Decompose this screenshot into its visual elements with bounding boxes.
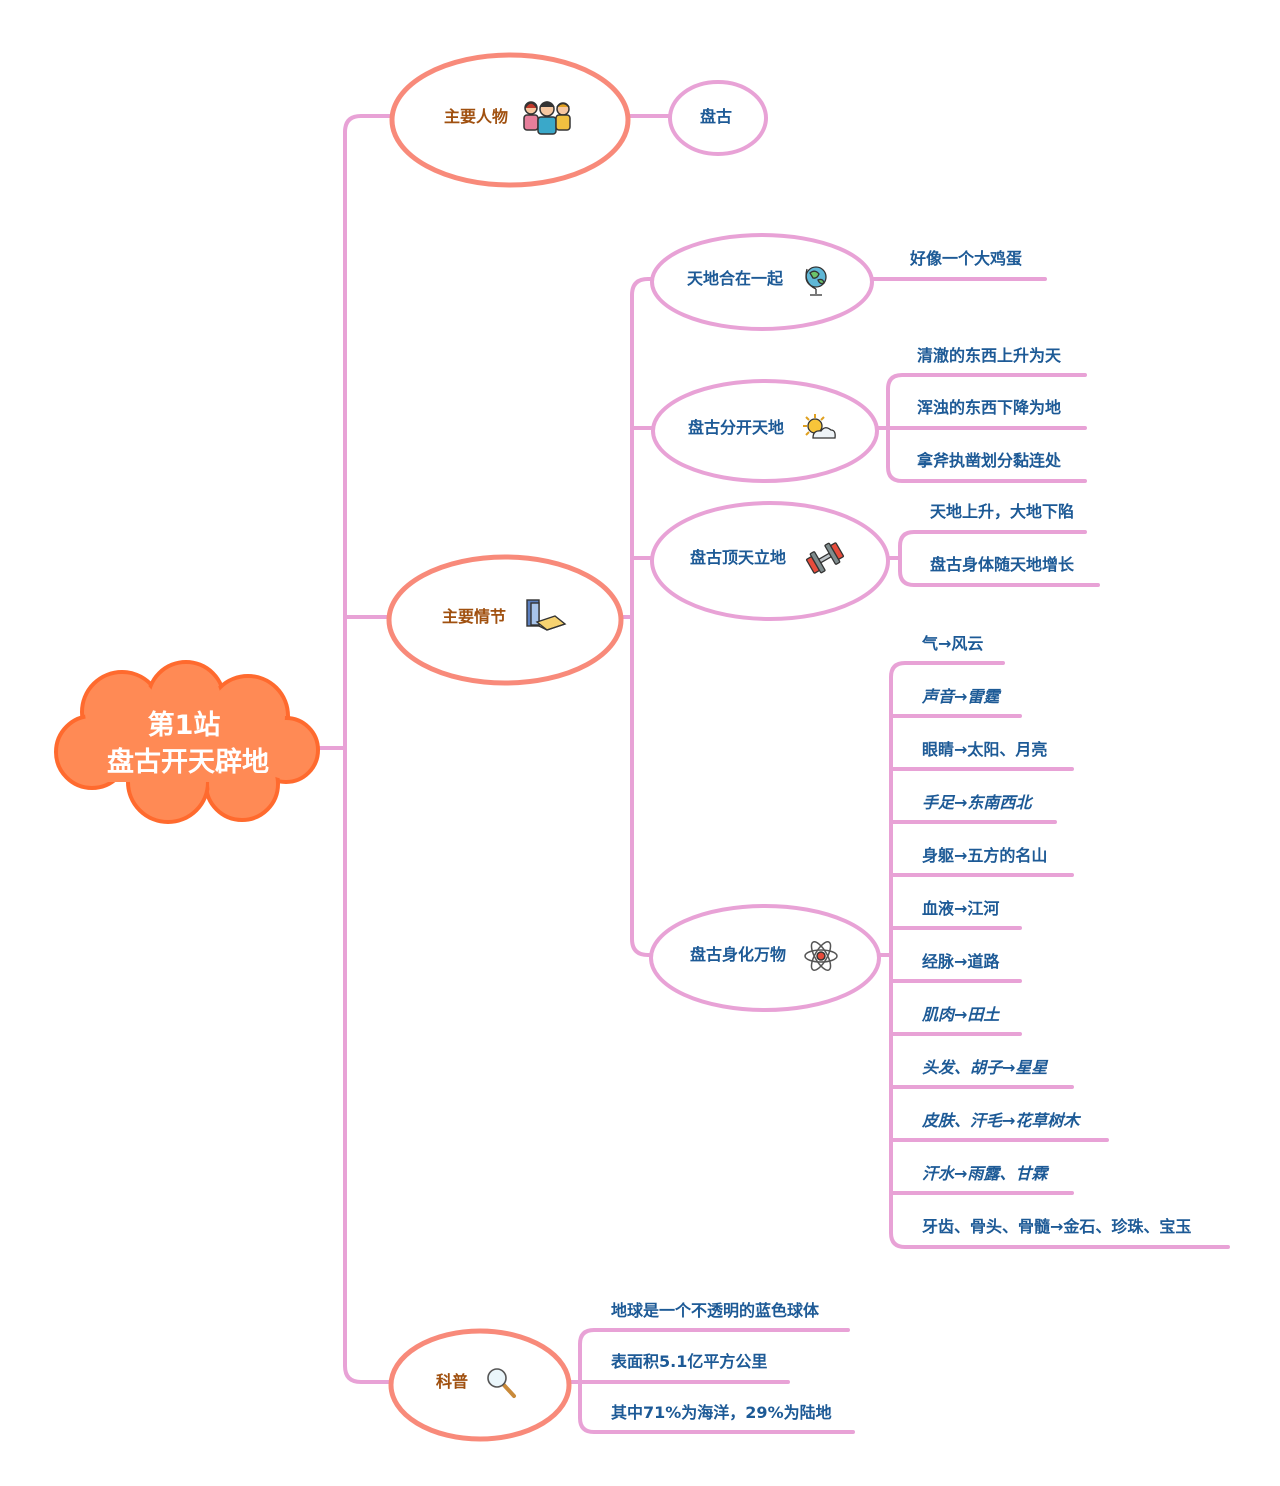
leaf-item: 声音→雷霆	[921, 687, 1002, 706]
leaf-item: 经脉→道路	[922, 952, 1000, 971]
leaf-item: 头发、胡子→星星	[922, 1058, 1048, 1077]
node-main-characters[interactable]: 主要人物	[389, 52, 631, 188]
main-characters-label: 主要人物	[444, 107, 508, 126]
section-label: 天地合在一起	[687, 269, 784, 288]
leaf-item: 身躯→五方的名山	[922, 846, 1047, 865]
pangu-label: 盘古	[700, 107, 732, 126]
root-node[interactable]: 第1站 盘古开天辟地	[54, 660, 320, 824]
leaf-item: 其中71%为海洋，29%为陆地	[611, 1403, 832, 1422]
leaf-item: 气→风云	[921, 634, 983, 653]
section-label: 盘古分开天地	[688, 418, 784, 437]
books-icon	[526, 599, 567, 631]
leaf-item: 牙齿、骨头、骨髓→金石、珍珠、宝玉	[922, 1217, 1191, 1236]
leaf-item: 浑浊的东西下降为地	[917, 398, 1061, 417]
node-heaven-earth-together[interactable]: 天地合在一起	[650, 233, 874, 331]
leaf-item: 血液→江河	[922, 899, 999, 918]
node-science[interactable]: 科普	[388, 1328, 572, 1442]
root-title-line1: 第1站	[148, 709, 221, 741]
section-label: 盘古身化万物	[690, 945, 786, 964]
main-plot-label: 主要情节	[442, 607, 506, 626]
sun-cloud-icon	[803, 414, 836, 439]
node-pangu[interactable]: 盘古	[668, 80, 768, 156]
node-separate-heaven-earth[interactable]: 盘古分开天地	[651, 379, 879, 483]
connectors	[318, 114, 1230, 1434]
dumbbell-icon	[805, 542, 845, 574]
leaf-item: 肌肉→田土	[921, 1005, 1000, 1024]
leaf-item: 皮肤、汗毛→花草树木	[921, 1111, 1081, 1130]
leaf-item: 好像一个大鸡蛋	[909, 249, 1022, 268]
leaf-item: 清澈的东西上升为天	[917, 346, 1062, 365]
node-hold-up-sky[interactable]: 盘古顶天立地	[650, 501, 890, 621]
science-label: 科普	[436, 1372, 468, 1391]
atom-icon	[804, 941, 838, 971]
leaf-item: 眼睛→太阳、月亮	[922, 740, 1047, 759]
leaf-item: 拿斧执凿划分黏连处	[916, 451, 1062, 470]
leaf-item: 地球是一个不透明的蓝色球体	[611, 1301, 820, 1320]
globe-icon	[805, 266, 827, 296]
leaf-item: 盘古身体随天地增长	[930, 555, 1075, 574]
leaf-item: 天地上升，大地下陷	[930, 502, 1074, 521]
leaf-item: 手足→东南西北	[922, 793, 1033, 812]
section-label: 盘古顶天立地	[690, 548, 786, 567]
leaf-item: 表面积5.1亿平方公里	[610, 1352, 767, 1371]
root-title-line2: 盘古开天辟地	[107, 746, 269, 778]
leaf-item: 汗水→雨露、甘霖	[922, 1164, 1049, 1183]
node-body-transforms[interactable]: 盘古身化万物	[649, 904, 881, 1012]
people-icon	[523, 101, 571, 135]
node-main-plot[interactable]: 主要情节	[386, 554, 624, 686]
magnifier-icon	[487, 1368, 516, 1398]
